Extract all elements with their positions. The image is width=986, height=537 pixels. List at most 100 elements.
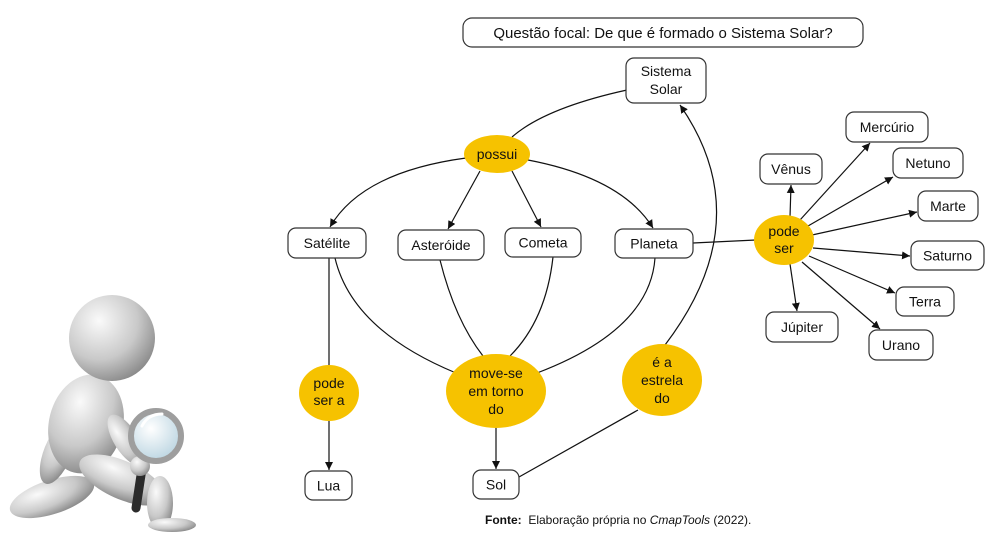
linking-phrase-line-1: pode xyxy=(313,375,344,391)
edge-possui-to-planeta xyxy=(527,159,654,229)
figure-head xyxy=(69,295,155,381)
linking-phrase-bubble xyxy=(446,354,546,428)
linking-phrase-e-a-estrela-do: é a estrela do xyxy=(622,344,702,416)
focal-question-box xyxy=(462,17,864,48)
concept-label: Vênus xyxy=(771,161,811,177)
linking-phrase-bubble xyxy=(299,365,359,421)
edge-asteroide-to-move-se xyxy=(439,259,484,357)
magnifier-lens-icon xyxy=(128,408,184,464)
concept-node-satelite: Satélite xyxy=(287,227,367,259)
linking-phrase-possui: possui xyxy=(464,135,530,173)
linking-phrase-move-se-em-torno-do: move-se em torno do xyxy=(446,354,546,428)
concept-label: Júpiter xyxy=(781,319,823,335)
edge-e-a-estrela-to-sistema-solar xyxy=(664,104,718,346)
linking-phrase-line-2: ser a xyxy=(313,392,344,408)
lens-highlight xyxy=(140,412,164,428)
linking-phrase-line-3: do xyxy=(654,390,670,406)
concept-label: Urano xyxy=(882,337,920,353)
concept-box xyxy=(765,311,839,343)
linking-phrase-line-2: em torno xyxy=(468,383,523,399)
concept-box xyxy=(614,228,694,259)
edge-cometa-to-move-se xyxy=(509,256,554,357)
linking-phrase-line-2: ser xyxy=(774,240,794,256)
linking-phrase-line-3: do xyxy=(488,401,504,417)
figure-front-shin xyxy=(147,476,173,530)
concept-node-lua: Lua xyxy=(304,470,353,501)
concept-label: Lua xyxy=(317,478,341,494)
figure-front-thigh xyxy=(79,454,165,506)
concept-node-sistema-solar: Sistema Solar xyxy=(625,57,707,104)
concept-box xyxy=(472,469,520,500)
concept-label: Sol xyxy=(486,477,506,493)
concept-label: Netuno xyxy=(905,155,950,171)
edge-satelite-to-move-se xyxy=(334,257,457,374)
figure-back-leg xyxy=(9,475,95,519)
concept-box xyxy=(892,147,964,179)
concept-node-planeta: Planeta xyxy=(614,228,694,259)
linking-phrase-bubble xyxy=(622,344,702,416)
edge-pode-ser-to-venus xyxy=(786,184,795,218)
concept-node-urano: Urano xyxy=(868,329,934,361)
concept-node-jupiter: Júpiter xyxy=(765,311,839,343)
concept-label: Mercúrio xyxy=(860,119,915,135)
concept-node-sol: Sol xyxy=(472,469,520,500)
concept-box xyxy=(868,329,934,361)
edge-pode-ser-to-terra xyxy=(808,255,896,294)
concept-label: Saturno xyxy=(923,248,972,264)
caption-year: (2022). xyxy=(713,513,752,527)
linking-phrase-bubble xyxy=(754,215,814,265)
figure-foot xyxy=(148,518,196,532)
edge-planeta-to-move-se xyxy=(536,257,656,374)
concept-node-terra: Terra xyxy=(895,286,955,317)
concept-box xyxy=(845,111,929,143)
edge-pode-ser-to-saturno xyxy=(812,247,911,260)
concept-box xyxy=(287,227,367,259)
concept-label: Planeta xyxy=(630,236,678,252)
linking-phrase-line-1: pode xyxy=(768,223,799,239)
concept-label-line-2: Solar xyxy=(650,81,683,97)
concept-node-marte: Marte xyxy=(917,190,979,222)
linking-phrase-line-1: é a xyxy=(652,354,672,370)
caption-text: Elaboração própria no xyxy=(528,513,647,527)
concept-label: Satélite xyxy=(304,235,351,251)
edge-possui-to-cometa xyxy=(511,170,542,228)
concept-box xyxy=(917,190,979,222)
concept-box xyxy=(504,227,582,258)
figure-torso xyxy=(48,374,124,474)
edge-possui-to-asteroide xyxy=(447,170,481,230)
concept-box xyxy=(625,57,707,104)
figure-caption: Fonte: Elaboração própria no CmapTools (… xyxy=(485,513,751,527)
magnifier-figure-illustration xyxy=(9,295,196,532)
edge-planeta-to-pode-ser xyxy=(692,239,757,244)
linking-phrase-label: possui xyxy=(477,146,517,162)
concept-box xyxy=(895,286,955,317)
concept-label: Cometa xyxy=(518,235,567,251)
concept-label-line-1: Sistema xyxy=(641,63,692,79)
edge-pode-ser-to-marte xyxy=(811,209,918,236)
focal-question-text: Questão focal: De que é formado o Sistem… xyxy=(493,25,832,42)
concept-label: Asteróide xyxy=(411,237,470,253)
edge-sistema-solar-to-possui xyxy=(511,89,628,138)
focal-question: Questão focal: De que é formado o Sistem… xyxy=(462,17,864,48)
concept-box xyxy=(910,240,985,271)
concept-box xyxy=(304,470,353,501)
concept-node-asteroide: Asteróide xyxy=(397,229,485,261)
concept-box xyxy=(759,153,823,185)
concept-label: Terra xyxy=(909,294,941,310)
connectors xyxy=(325,89,918,478)
linking-phrase-line-1: move-se xyxy=(469,365,523,381)
linking-phrase-bubble xyxy=(464,135,530,173)
concept-box xyxy=(397,229,485,261)
edge-possui-to-satelite xyxy=(329,157,467,228)
edge-pode-ser-to-netuno xyxy=(807,176,894,227)
linking-phrase-pode-ser-a: pode ser a xyxy=(299,365,359,421)
edge-pode-ser-to-urano xyxy=(801,261,881,330)
caption-label: Fonte: xyxy=(485,513,522,527)
concept-node-venus: Vênus xyxy=(759,153,823,185)
concept-node-netuno: Netuno xyxy=(892,147,964,179)
concept-node-mercurio: Mercúrio xyxy=(845,111,929,143)
edge-pode-ser-to-jupiter xyxy=(789,263,800,312)
linking-phrase-line-2: estrela xyxy=(641,372,683,388)
